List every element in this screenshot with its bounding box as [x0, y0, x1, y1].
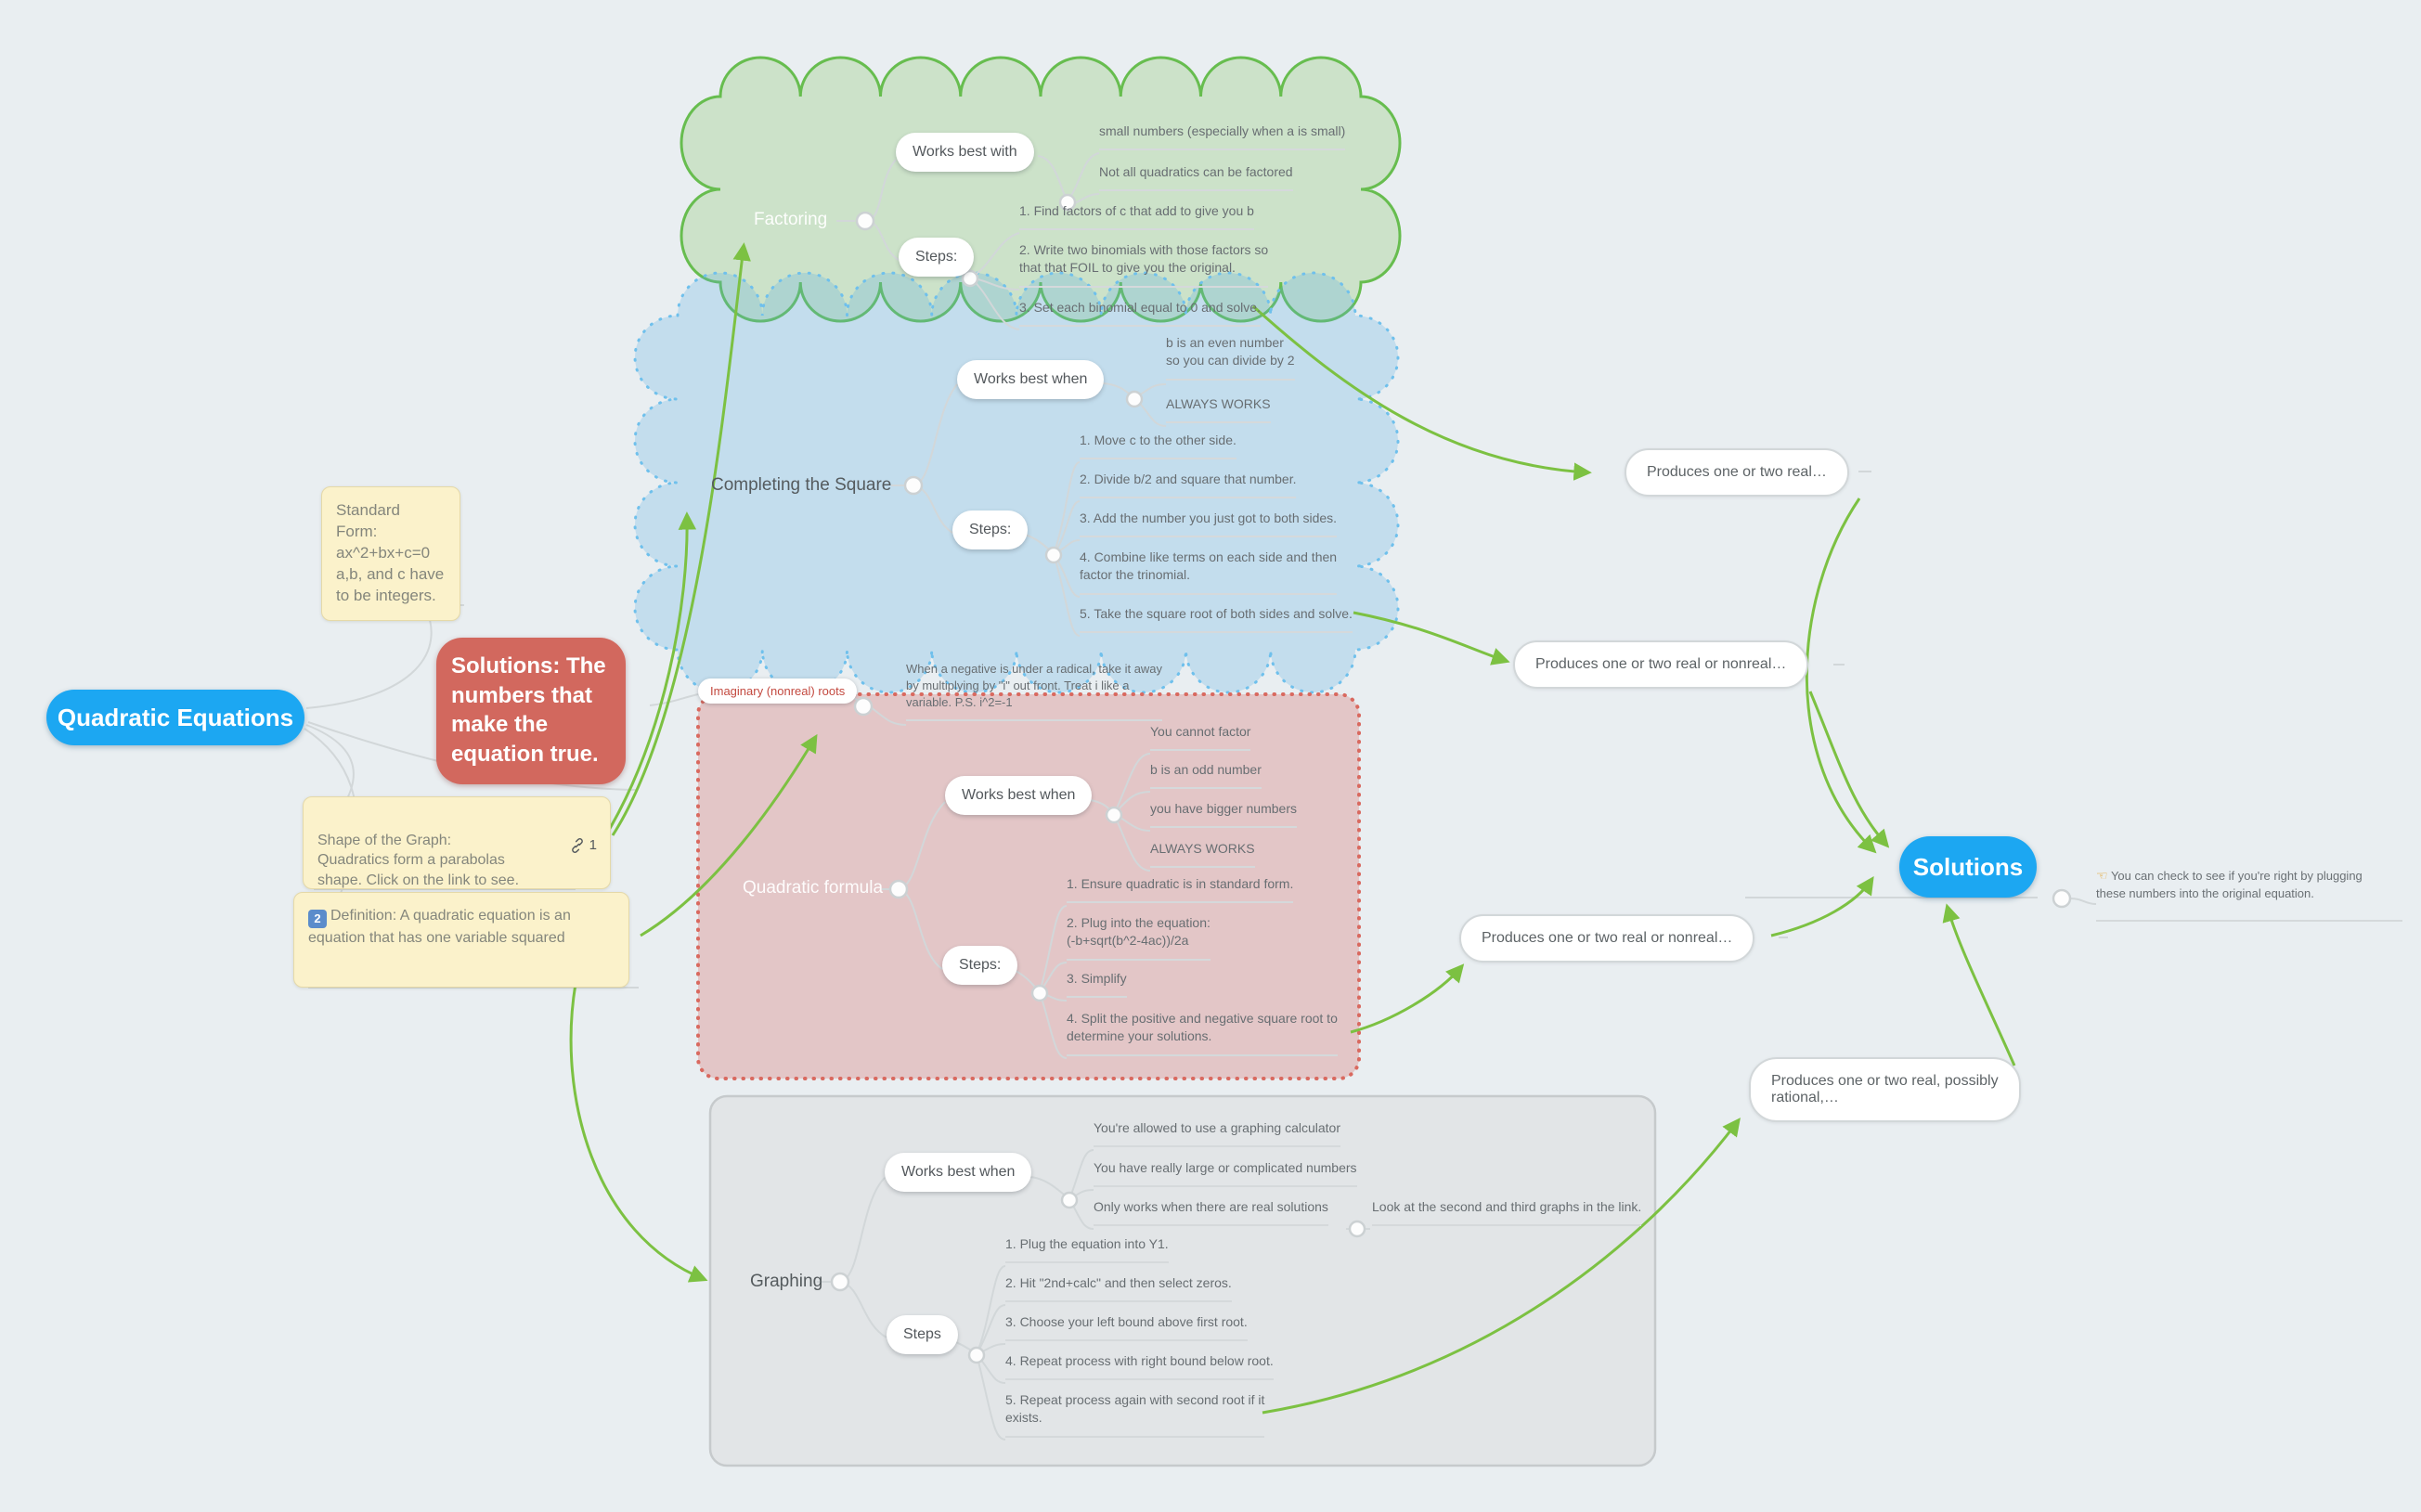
quadratic-formula-works-best-item[interactable]: You cannot factor	[1150, 723, 1251, 752]
factoring-steps-node[interactable]: Steps:	[899, 238, 975, 277]
completing-square-step[interactable]: 1. Move c to the other side.	[1080, 432, 1236, 460]
relation-arrows	[569, 242, 2016, 1415]
completing-square-works-best-node[interactable]: Works best when	[957, 360, 1105, 399]
graphing-step[interactable]: 3. Choose your left bound above first ro…	[1005, 1313, 1248, 1342]
section-label-graphing[interactable]: Graphing	[750, 1272, 823, 1291]
graphing-look-note[interactable]: Look at the second and third graphs in t…	[1372, 1198, 1642, 1227]
definition-text: Definition: A quadratic equation is an e…	[308, 908, 571, 946]
imaginary-roots-node[interactable]: Imaginary (nonreal) roots	[698, 678, 858, 704]
note-link[interactable]: 1	[569, 836, 597, 855]
solutions-node[interactable]: Solutions	[1899, 836, 2037, 898]
outcome-graphing[interactable]: Produces one or two real, possibly ratio…	[1749, 1057, 2021, 1122]
section-label-factoring[interactable]: Factoring	[754, 210, 828, 229]
completing-square-cloud	[633, 271, 1400, 694]
graphing-steps-node[interactable]: Steps	[887, 1315, 958, 1354]
outcome-factoring[interactable]: Produces one or two real…	[1625, 448, 1849, 497]
graphing-works-best-item[interactable]: You're allowed to use a graphing calcula…	[1094, 1119, 1340, 1148]
solutions-definition-node[interactable]: Solutions: The numbers that make the equ…	[436, 638, 626, 784]
factoring-works-best-item[interactable]: small numbers (especially when a is smal…	[1099, 123, 1346, 151]
factoring-step[interactable]: 3. Set each binomial equal to 0 and solv…	[1019, 299, 1261, 328]
quadratic-formula-works-best-item[interactable]: ALWAYS WORKS	[1150, 840, 1255, 869]
factoring-works-best-item[interactable]: Not all quadratics can be factored	[1099, 163, 1293, 192]
factoring-step[interactable]: 2. Write two binomials with those factor…	[1019, 241, 1269, 288]
quadratic-formula-works-best-node[interactable]: Works best when	[945, 776, 1093, 815]
completing-square-step[interactable]: 4. Combine like terms on each side and t…	[1080, 549, 1338, 595]
completing-square-steps-node[interactable]: Steps:	[952, 510, 1029, 549]
graphing-step[interactable]: 4. Repeat process with right bound below…	[1005, 1352, 1274, 1381]
graphing-step[interactable]: 2. Hit "2nd+calc" and then select zeros.	[1005, 1274, 1232, 1303]
quadratic-formula-works-best-item[interactable]: b is an odd number	[1150, 761, 1262, 790]
completing-square-works-best-item[interactable]: b is an even number so you can divide by…	[1166, 334, 1295, 381]
root-node-quadratic-equations[interactable]: Quadratic Equations	[46, 690, 304, 745]
solutions-hint[interactable]: ☜ You can check to see if you're right b…	[2096, 850, 2402, 922]
quadratic-formula-works-best-item[interactable]: you have bigger numbers	[1150, 800, 1297, 829]
solutions-hint-text: You can check to see if you're right by …	[2096, 869, 2363, 901]
quadratic-formula-step[interactable]: 4. Split the positive and negative squar…	[1067, 1010, 1338, 1056]
graphing-works-best-item[interactable]: You have really large or complicated num…	[1094, 1159, 1357, 1188]
link-icon	[571, 838, 583, 854]
imaginary-roots-note[interactable]: When a negative is under a radical, take…	[906, 661, 1163, 721]
completing-square-step[interactable]: 5. Take the square root of both sides an…	[1080, 605, 1353, 634]
graph-shape-text: Shape of the Graph: Quadratics form a pa…	[317, 832, 520, 888]
graph-shape-note[interactable]: Shape of the Graph: Quadratics form a pa…	[303, 796, 611, 889]
completing-square-step[interactable]: 2. Divide b/2 and square that number.	[1080, 471, 1297, 499]
outcome-quadratic-formula[interactable]: Produces one or two real or nonreal…	[1459, 914, 1755, 963]
quadratic-formula-step[interactable]: 1. Ensure quadratic is in standard form.	[1067, 875, 1294, 904]
quadratic-formula-steps-node[interactable]: Steps:	[942, 946, 1018, 985]
section-label-quadratic-formula[interactable]: Quadratic formula	[743, 878, 884, 898]
completing-square-works-best-item[interactable]: ALWAYS WORKS	[1166, 395, 1271, 424]
section-label-completing-square[interactable]: Completing the Square	[711, 475, 892, 495]
completing-square-step[interactable]: 3. Add the number you just got to both s…	[1080, 510, 1338, 538]
standard-form-note[interactable]: Standard Form: ax^2+bx+c=0 a,b, and c ha…	[321, 486, 460, 621]
quadratic-formula-step[interactable]: 2. Plug into the equation: (-b+sqrt(b^2-…	[1067, 914, 1210, 961]
outcome-completing-square[interactable]: Produces one or two real or nonreal…	[1513, 640, 1809, 689]
junction-dots	[830, 193, 2072, 1364]
keycap-2-icon: 2	[308, 909, 327, 928]
graphing-step[interactable]: 5. Repeat process again with second root…	[1005, 1391, 1265, 1438]
link-count: 1	[589, 837, 597, 853]
graphing-works-best-item[interactable]: Only works when there are real solutions	[1094, 1198, 1328, 1227]
quadratic-formula-step[interactable]: 3. Simplify	[1067, 970, 1127, 999]
graphing-step[interactable]: 1. Plug the equation into Y1.	[1005, 1235, 1169, 1264]
factoring-cloud	[680, 56, 1402, 323]
pointing-hand-icon: ☜	[2096, 868, 2108, 884]
quadratic-formula-region	[696, 692, 1361, 1080]
factoring-works-best-node[interactable]: Works best with	[896, 133, 1034, 172]
graphing-works-best-node[interactable]: Works best when	[885, 1153, 1032, 1192]
factoring-step[interactable]: 1. Find factors of c that add to give yo…	[1019, 202, 1254, 231]
